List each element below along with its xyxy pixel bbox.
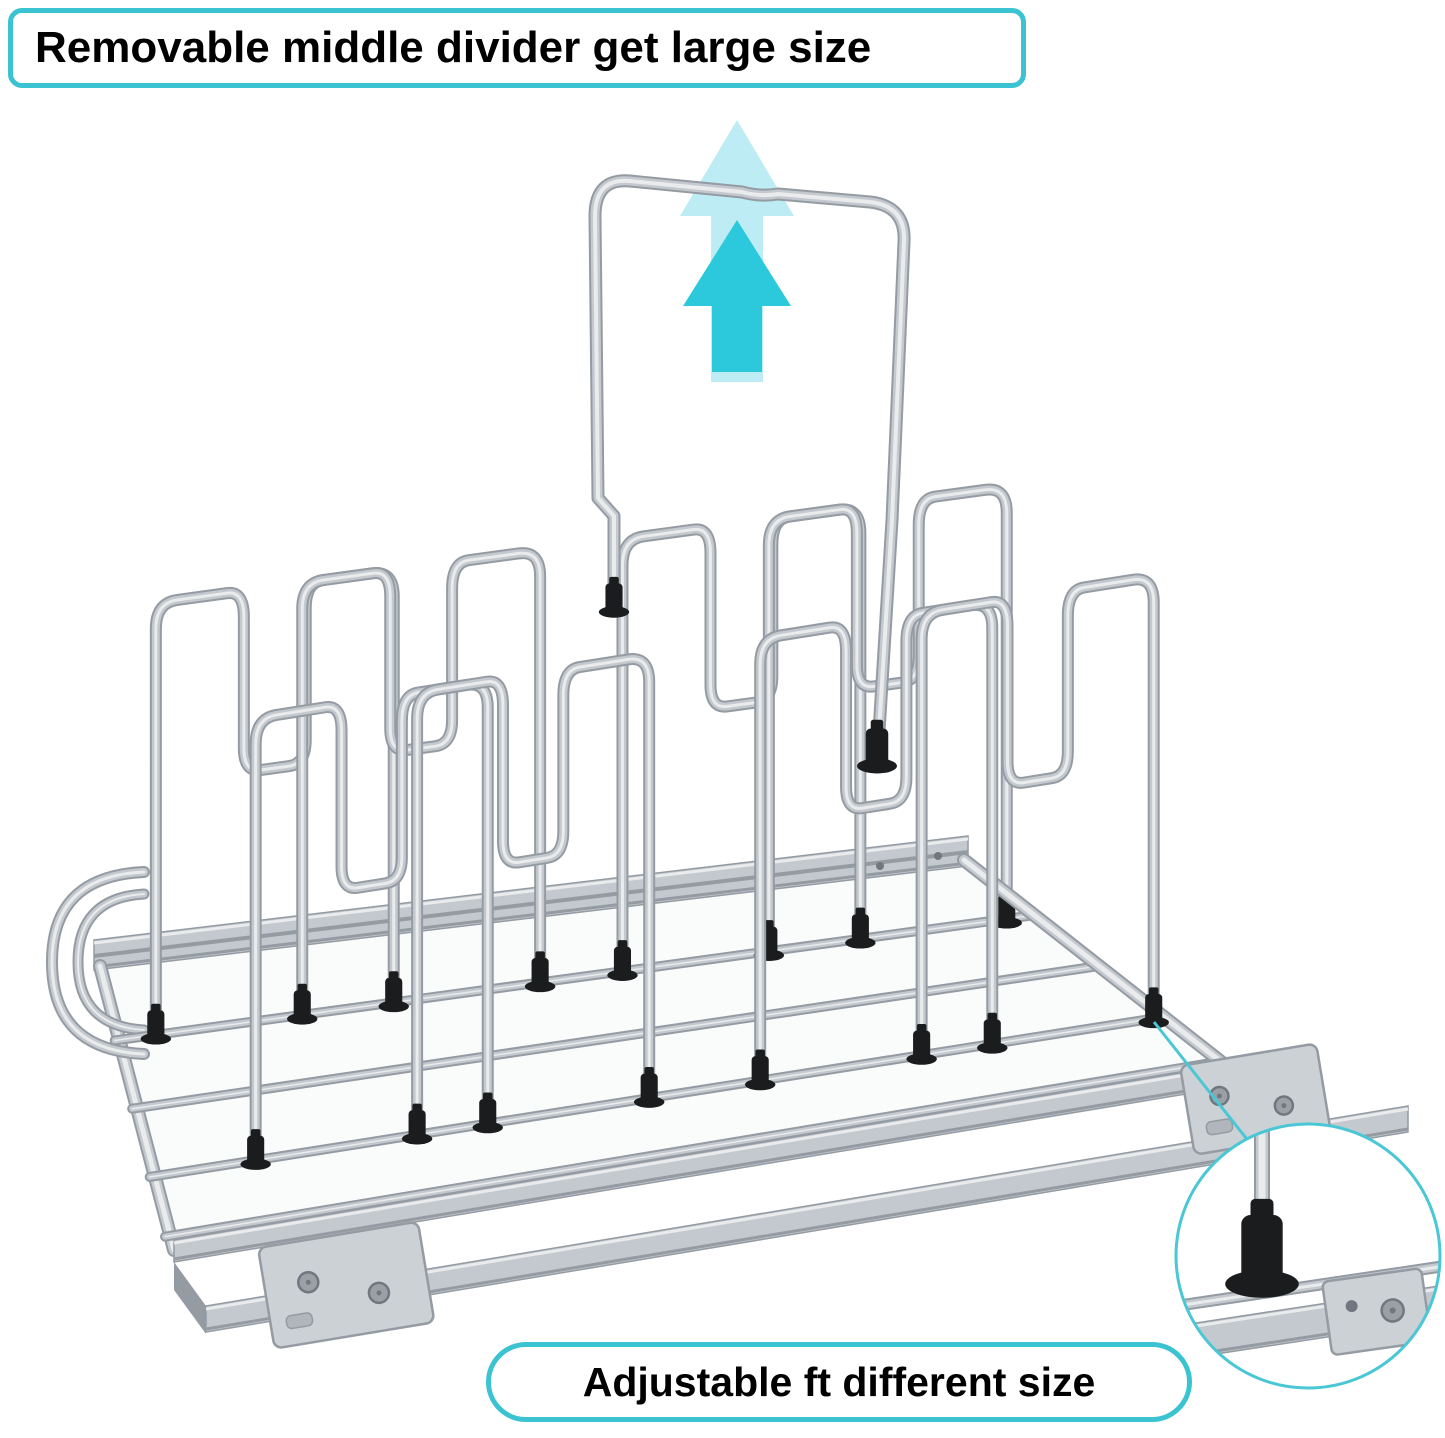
slide-bracket-zoom	[1321, 1267, 1432, 1356]
clamp-foot	[472, 1092, 503, 1134]
clamp-foot	[1225, 1198, 1299, 1298]
clamp-foot	[598, 576, 630, 618]
clamp-foot	[744, 1049, 776, 1091]
clamp-foot	[140, 1003, 172, 1045]
up-arrow-solid-icon	[683, 220, 791, 372]
clamp-foot	[633, 1066, 665, 1108]
clamp-foot	[906, 1023, 937, 1065]
removable-middle-divider	[588, 174, 911, 774]
clamp-foot	[845, 907, 876, 949]
pullout-handle	[46, 866, 150, 1060]
front-row-dividers	[240, 573, 1169, 1170]
clamp-foot	[287, 983, 318, 1025]
divider-hoop	[401, 653, 665, 1145]
divider-hoop	[906, 573, 1169, 1065]
right-side-rail	[957, 853, 1241, 1079]
clamp-foot	[607, 940, 638, 981]
slide-bracket	[257, 1221, 435, 1349]
clamp-foot	[977, 1012, 1008, 1054]
callout-top: Removable middle divider get large size	[8, 8, 1026, 88]
callout-bottom-text: Adjustable ft different size	[582, 1358, 1096, 1405]
clamp-foot	[857, 719, 897, 774]
clamp-foot	[524, 951, 556, 993]
detail-zoom-circle	[1174, 1122, 1442, 1390]
clamp-foot	[401, 1103, 433, 1145]
clamp-foot	[378, 971, 409, 1013]
clamp-foot	[240, 1129, 271, 1170]
callout-top-text: Removable middle divider get large size	[35, 23, 872, 72]
callout-bottom: Adjustable ft different size	[486, 1342, 1192, 1422]
